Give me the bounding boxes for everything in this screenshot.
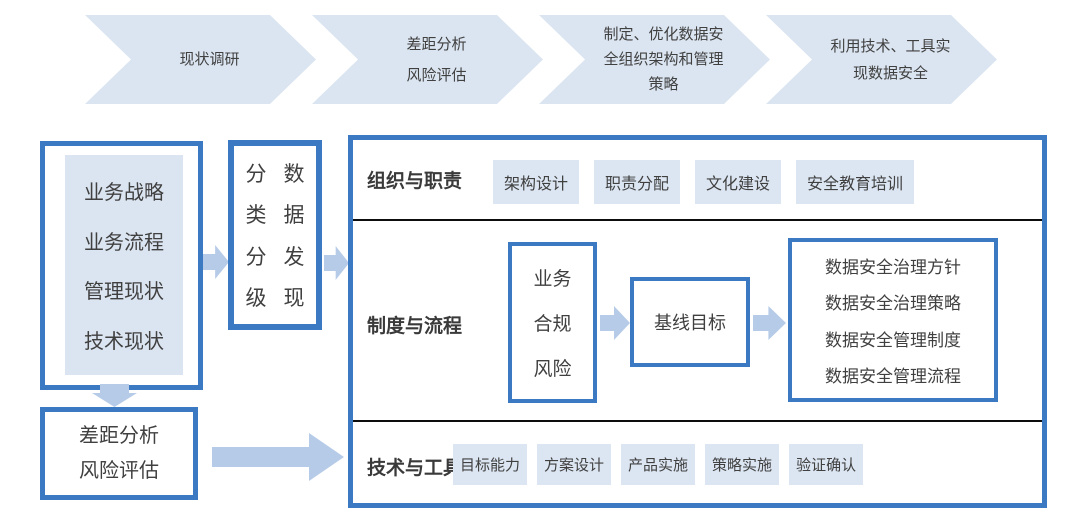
current-state-item: 业务战略 <box>84 181 164 204</box>
classification-char: 数 <box>283 162 305 186</box>
classification-row: 分 数 <box>246 158 305 188</box>
policy-outputs-box: 数据安全治理方针 数据安全治理策略 数据安全管理制度 数据安全管理流程 <box>788 238 998 402</box>
arrow-right-icon <box>600 304 630 342</box>
org-chip: 架构设计 <box>493 160 580 204</box>
classification-char: 现 <box>283 287 305 311</box>
classification-char: 级 <box>245 287 267 311</box>
gap-analysis-line: 差距分析 <box>79 424 159 447</box>
classification-row: 级 现 <box>246 282 305 312</box>
policy-output-line: 数据安全管理制度 <box>825 330 961 350</box>
baseline-target-box: 基线目标 <box>630 277 750 367</box>
classification-row: 分 发 <box>246 241 305 271</box>
process-step-text: 差距分析 <box>406 35 467 53</box>
process-step-text: 利用技术、工具实 <box>830 37 951 55</box>
arrow-right-icon <box>324 244 349 282</box>
baseline-target-label: 基线目标 <box>654 313 726 333</box>
process-step-text: 风险评估 <box>406 66 467 84</box>
classification-char: 据 <box>283 204 305 228</box>
policy-output-line: 数据安全治理方针 <box>825 258 961 278</box>
policy-output-line: 数据安全治理策略 <box>825 294 961 314</box>
gap-analysis-line: 风险评估 <box>79 459 159 482</box>
current-state-item: 技术现状 <box>84 331 164 354</box>
long-arrow-right-icon <box>212 430 344 484</box>
process-step-text: 现状调研 <box>179 50 240 68</box>
process-step-text: 现数据安全 <box>852 64 928 82</box>
tech-chip: 目标能力 <box>453 444 528 485</box>
arrow-down-icon <box>92 384 137 407</box>
org-row-label: 组织与职责 <box>367 171 463 192</box>
tech-chip: 验证确认 <box>789 444 864 485</box>
tech-chip: 策略实施 <box>705 444 780 485</box>
classification-char: 分 <box>245 162 267 186</box>
classification-char: 分 <box>245 245 267 269</box>
org-chip: 职责分配 <box>594 160 681 204</box>
current-state-box: 业务战略 业务流程 管理现状 技术现状 <box>40 141 203 390</box>
policy-output-line: 数据安全管理流程 <box>825 366 961 386</box>
tech-row-label: 技术与工具 <box>367 458 463 479</box>
classification-discovery-box: 分 数 类 据 分 发 级 现 <box>228 140 322 330</box>
input-line: 合规 <box>533 314 572 335</box>
tech-chip: 方案设计 <box>537 444 612 485</box>
tech-chip-row: 目标能力 方案设计 产品实施 策略实施 验证确认 <box>453 444 873 485</box>
process-step-chevron-2: 差距分析 风险评估 <box>312 15 543 104</box>
current-state-item: 业务流程 <box>84 231 164 254</box>
org-chip: 安全教育培训 <box>796 160 915 204</box>
gap-analysis-box: 差距分析 风险评估 <box>40 407 198 500</box>
framework-box: 组织与职责 架构设计 职责分配 文化建设 安全教育培训 制度与流程 业务 合规 … <box>348 135 1047 508</box>
process-step-chevron-1: 现状调研 <box>85 15 316 104</box>
row-divider <box>353 219 1042 221</box>
process-step-text: 策略 <box>648 76 679 93</box>
row-divider <box>353 420 1042 422</box>
input-line: 风险 <box>533 359 572 380</box>
org-chip-row: 架构设计 职责分配 文化建设 安全教育培训 <box>493 160 929 204</box>
classification-char: 发 <box>283 245 305 269</box>
process-step-text: 全组织架构和管理 <box>603 51 724 68</box>
input-line: 业务 <box>533 269 572 290</box>
business-compliance-risk-box: 业务 合规 风险 <box>508 242 597 403</box>
process-step-text: 制定、优化数据安 <box>603 26 724 43</box>
current-state-item: 管理现状 <box>84 281 164 304</box>
classification-row: 类 据 <box>246 199 305 229</box>
classification-char: 类 <box>245 204 267 228</box>
process-step-chevron-3: 制定、优化数据安 全组织架构和管理 策略 <box>539 15 770 104</box>
process-step-chevron-4: 利用技术、工具实 现数据安全 <box>766 15 997 104</box>
current-state-panel: 业务战略 业务流程 管理现状 技术现状 <box>65 155 183 375</box>
org-chip: 文化建设 <box>695 160 782 204</box>
policy-row-label: 制度与流程 <box>367 316 463 337</box>
tech-chip: 产品实施 <box>621 444 696 485</box>
arrow-right-icon <box>203 243 229 281</box>
arrow-right-icon <box>753 304 786 342</box>
